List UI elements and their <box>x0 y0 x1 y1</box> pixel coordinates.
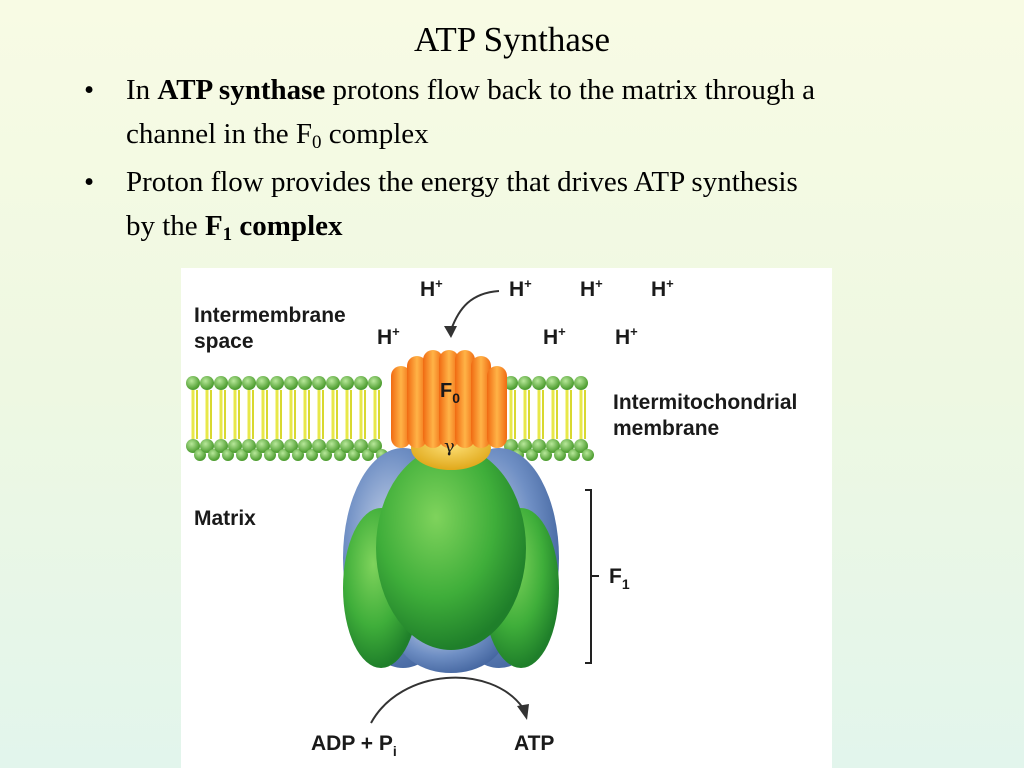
lipid-head <box>574 439 588 453</box>
bullet-item-1: • In ATP synthase protons flow back to t… <box>84 68 964 156</box>
lipid-head <box>354 376 368 390</box>
bullet-text: Proton flow provides the energy that dri… <box>126 166 798 198</box>
lipid-head <box>560 376 574 390</box>
lipid-head <box>214 439 228 453</box>
atp-label: ATP <box>514 732 555 755</box>
subscript: 0 <box>312 132 322 153</box>
atp-synthase-diagram <box>186 290 599 724</box>
lipid-head <box>546 439 560 453</box>
f0-complex <box>391 350 507 448</box>
lipid-head <box>504 376 518 390</box>
synthesis-arrow <box>370 676 524 724</box>
proton-label: H+ <box>509 276 532 301</box>
lipid-head <box>560 439 574 453</box>
lipid-head <box>306 449 318 461</box>
lipid-head <box>228 376 242 390</box>
lipid-head <box>256 439 270 453</box>
lipid-head <box>200 439 214 453</box>
lipid-head <box>278 449 290 461</box>
lipid-head <box>326 439 340 453</box>
lipid-head <box>250 449 262 461</box>
bullet-bold-text: F1 complex <box>204 210 343 245</box>
slide-title: ATP Synthase <box>413 20 611 59</box>
bullet-text: complex <box>321 118 429 150</box>
lipid-head <box>340 376 354 390</box>
proton-label: H+ <box>420 276 443 301</box>
lipid-head <box>186 376 200 390</box>
bullet-marker: • <box>84 74 95 106</box>
bullet-bold-text: ATP synthase <box>157 74 326 106</box>
lipid-head <box>284 439 298 453</box>
bullet-text: protons flow back to the matrix through … <box>325 74 815 106</box>
lipid-head <box>526 449 538 461</box>
lipid-head <box>292 449 304 461</box>
f1-bracket <box>585 489 592 664</box>
lipid-head <box>236 449 248 461</box>
lipid-head <box>214 376 228 390</box>
proton-label: H+ <box>651 276 674 301</box>
lipid-head <box>242 376 256 390</box>
lipid-head <box>368 439 382 453</box>
matrix-label: Matrix <box>194 507 256 530</box>
lipid-head <box>208 449 220 461</box>
lipid-head <box>574 376 588 390</box>
lipid-head <box>348 449 360 461</box>
proton-label: H+ <box>543 324 566 349</box>
lipid-head <box>532 376 546 390</box>
bullet-marker: • <box>84 166 95 198</box>
f1-label: F1 <box>609 565 630 592</box>
lipid-head <box>222 449 234 461</box>
lipid-head <box>546 376 560 390</box>
f0-label: F0 <box>440 380 461 406</box>
lipid-head <box>312 439 326 453</box>
lipid-head <box>518 376 532 390</box>
lipid-head <box>518 439 532 453</box>
lipid-head <box>340 439 354 453</box>
f1-green-center <box>376 446 526 650</box>
lipid-head <box>532 439 546 453</box>
lipid-head <box>270 376 284 390</box>
bullet-text: channel in the F <box>126 118 313 150</box>
lipid-head <box>312 376 326 390</box>
lipid-head <box>554 449 566 461</box>
proton-label: H+ <box>615 324 638 349</box>
lipid-head <box>298 376 312 390</box>
proton-label: H+ <box>377 324 400 349</box>
lipid-head <box>334 449 346 461</box>
lipid-head <box>186 439 200 453</box>
proton-flow-arrow <box>450 290 500 331</box>
proton-arrow-head <box>444 326 457 338</box>
bullet-item-2: • Proton flow provides the energy that d… <box>84 160 964 248</box>
lipid-heads <box>186 376 594 461</box>
proton-label: H+ <box>580 276 603 301</box>
lipid-head <box>242 439 256 453</box>
adp-label: ADP + Pi <box>311 732 397 759</box>
lipid-head <box>354 439 368 453</box>
lipid-head <box>200 376 214 390</box>
lipid-head <box>582 449 594 461</box>
lipid-head <box>362 449 374 461</box>
lipid-head <box>326 376 340 390</box>
lipid-head <box>194 449 206 461</box>
lipid-tails <box>191 390 586 439</box>
lipid-head <box>568 449 580 461</box>
lipid-head <box>320 449 332 461</box>
bullet-list: • In ATP synthase protons flow back to t… <box>84 68 964 252</box>
lipid-head <box>284 376 298 390</box>
lipid-head <box>368 376 382 390</box>
lipid-head <box>270 439 284 453</box>
lipid-head <box>256 376 270 390</box>
bullet-text: In <box>126 74 158 106</box>
synthesis-arrow-head <box>517 704 529 720</box>
lipid-head <box>540 449 552 461</box>
lipid-head <box>264 449 276 461</box>
gamma-label: γ <box>444 436 455 457</box>
lipid-head <box>298 439 312 453</box>
bullet-text: by the <box>126 210 205 242</box>
lipid-head <box>228 439 242 453</box>
